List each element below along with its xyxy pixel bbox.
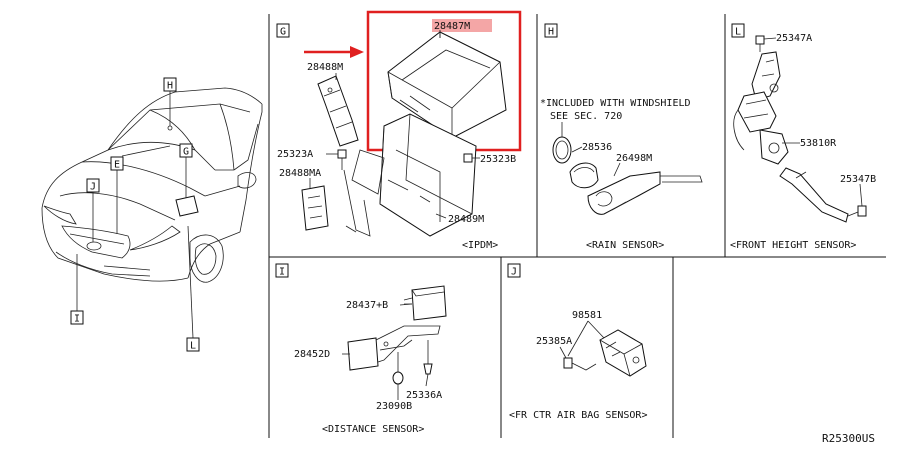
part-label-28489M: 28489M: [448, 214, 484, 225]
part-label-53810R: 53810R: [800, 138, 837, 149]
clip-23090B: [392, 352, 404, 385]
panel-L-caption: <FRONT HEIGHT SENSOR>: [730, 240, 856, 251]
diagram-code: R25300US: [822, 432, 875, 445]
part-label-25347B: 25347B: [840, 174, 876, 185]
part-label-25385A: 25385A: [536, 336, 572, 347]
panel-G-caption: <IPDM>: [462, 240, 498, 251]
windshield-note-line1: *INCLUDED WITH WINDSHIELD: [540, 98, 691, 109]
vehicle-overview: H E G J I L: [41, 77, 263, 352]
panel-J-caption: <FR CTR AIR BAG SENSOR>: [509, 410, 647, 421]
ipdm-box: [343, 113, 477, 237]
svg-text:G: G: [280, 27, 286, 38]
part-label-98581: 98581: [572, 310, 602, 321]
part-label-25323A: 25323A: [277, 149, 313, 160]
callout-E: E: [110, 156, 124, 234]
bolt-25323B: [463, 153, 473, 163]
panel-H-caption: <RAIN SENSOR>: [586, 240, 664, 251]
callout-L: L: [186, 225, 200, 352]
part-label-28452D: 28452D: [294, 349, 330, 360]
svg-text:J: J: [90, 182, 96, 193]
panel-I: I 28437+B 28452D 25336A 23090B <DISTANCE: [275, 263, 447, 435]
panel-grid: [268, 14, 886, 438]
svg-text:J: J: [511, 267, 517, 278]
panel-G: G: [276, 10, 522, 251]
part-label-28488M: 28488M: [307, 62, 343, 73]
part-label-28487M: 28487M: [434, 21, 470, 32]
svg-text:G: G: [183, 147, 189, 158]
panel-letter-I: [275, 263, 289, 278]
svg-text:L: L: [190, 341, 196, 352]
distance-sensor-bracket: [347, 325, 441, 371]
part-label-25336A: 25336A: [406, 390, 442, 401]
part-label-23090B: 23090B: [376, 401, 412, 412]
svg-text:I: I: [279, 267, 285, 278]
panel-letter-L: [731, 23, 745, 38]
panel-I-caption: <DISTANCE SENSOR>: [322, 424, 424, 435]
panel-letter-G: [276, 23, 290, 38]
highlight-arrow: [304, 46, 364, 58]
callout-J: J: [86, 178, 100, 242]
bolt-25385A: [563, 357, 597, 371]
windshield-note-line2: SEE SEC. 720: [550, 111, 622, 122]
rain-sensor-ring: [552, 122, 572, 164]
ipdm-small-bracket: [301, 185, 329, 231]
airbag-sensor-unit: [599, 329, 647, 377]
callout-G: G: [179, 143, 193, 198]
part-label-28488MA: 28488MA: [279, 168, 321, 179]
svg-text:H: H: [167, 81, 173, 92]
svg-text:I: I: [74, 314, 80, 325]
bolt-25323A: [337, 149, 347, 170]
car-illustration: [41, 87, 263, 283]
distance-sensor-unit: [403, 285, 447, 321]
ipdm-bracket: [317, 75, 359, 147]
panel-letter-H: [544, 23, 558, 38]
rain-sensor-unit: [569, 162, 703, 215]
svg-text:L: L: [735, 27, 741, 38]
part-label-25323B: 25323B: [480, 154, 516, 165]
panel-H: H *INCLUDED WITH WINDSHIELD SEE SEC. 720…: [540, 23, 703, 251]
panel-L: L 25347A 53810R 25347B: [730, 23, 876, 251]
callout-I: I: [70, 254, 84, 325]
callout-H: H: [163, 77, 177, 126]
label-highlight: [432, 19, 492, 32]
part-label-26498M: 26498M: [616, 153, 652, 164]
height-sensor-assembly: [733, 35, 867, 223]
svg-text:H: H: [548, 27, 554, 38]
svg-text:E: E: [114, 160, 120, 171]
bolt-25336A: [423, 340, 433, 375]
panel-J: J 98581 25385A <FR CTR AIR BAG SENSOR>: [507, 263, 647, 421]
part-label-28536: 28536: [582, 142, 612, 153]
part-label-25347A: 25347A: [776, 33, 812, 44]
part-label-28437B: 28437+B: [346, 300, 388, 311]
panel-letter-J: [507, 263, 521, 278]
